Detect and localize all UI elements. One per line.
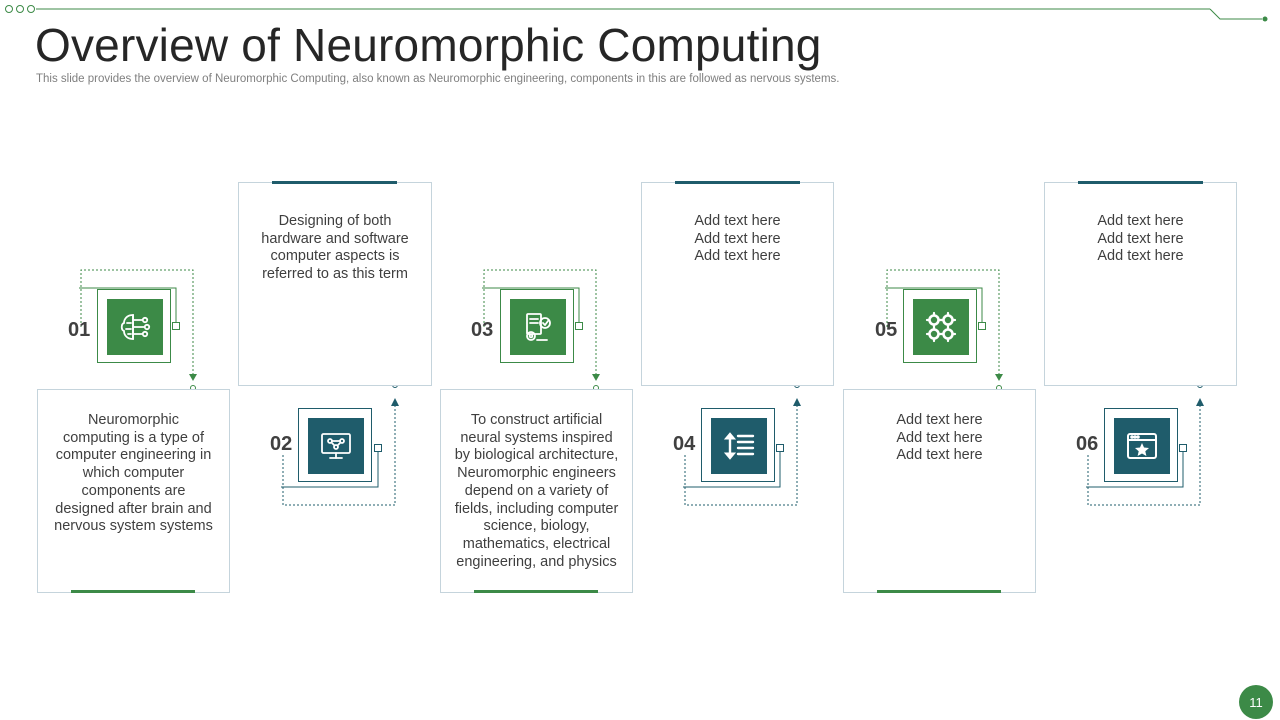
- slide-title: Overview of Neuromorphic Computing: [35, 19, 822, 71]
- step-03-number: 03: [471, 319, 494, 341]
- computer-settings-icon: [510, 299, 566, 355]
- step-02-text: Designing of both hardware and software …: [261, 213, 409, 283]
- monitor-network-icon: [308, 418, 364, 474]
- step-03-accent-bar: [474, 590, 598, 593]
- step-02-card: Designing of both hardware and software …: [238, 182, 432, 386]
- step-04-card: Add text here Add text here Add text her…: [641, 182, 834, 386]
- step-04-connector-square: [776, 444, 784, 452]
- step-01-accent-bar: [71, 590, 195, 593]
- step-01-card: Neuromorphic computing is a type of comp…: [37, 389, 230, 593]
- step-03-icon-frame: [500, 289, 574, 363]
- step-02-icon-frame: [298, 408, 372, 482]
- step-05-icon-frame: [903, 289, 977, 363]
- step-04-icon-frame: [701, 408, 775, 482]
- step-04-accent-bar: [675, 181, 800, 184]
- step-05-card: Add text here Add text here Add text her…: [843, 389, 1036, 593]
- step-06-number: 06: [1076, 433, 1099, 455]
- step-02-accent-bar: [272, 181, 397, 184]
- top-decoration: [5, 5, 1268, 22]
- step-01-icon-frame: [97, 289, 171, 363]
- step-01-connector-square: [172, 322, 180, 330]
- step-03-text: To construct artificial neural systems i…: [454, 412, 619, 570]
- step-03-connector-square: [575, 322, 583, 330]
- step-04-number: 04: [673, 433, 696, 455]
- step-02-connector-square: [374, 444, 382, 452]
- brain-circuit-icon: [107, 299, 163, 355]
- step-06-text: Add text here Add text here Add text her…: [1097, 213, 1184, 265]
- step-01-number: 01: [68, 319, 91, 341]
- step-05-text: Add text here Add text here Add text her…: [896, 412, 983, 464]
- step-06-connector-square: [1179, 444, 1187, 452]
- step-06-card: Add text here Add text here Add text her…: [1044, 182, 1237, 386]
- step-04-text: Add text here Add text here Add text her…: [694, 213, 781, 265]
- step-02-number: 02: [270, 433, 293, 455]
- gears-icon: [913, 299, 969, 355]
- step-06-icon-frame: [1104, 408, 1178, 482]
- step-05-accent-bar: [877, 590, 1001, 593]
- slide-subtitle: This slide provides the overview of Neur…: [36, 73, 840, 85]
- step-05-number: 05: [875, 319, 898, 341]
- line-spacing-icon: [711, 418, 767, 474]
- page-number-badge: 11: [1239, 685, 1273, 719]
- step-05-connector-square: [978, 322, 986, 330]
- step-06-accent-bar: [1078, 181, 1203, 184]
- step-03-card: To construct artificial neural systems i…: [440, 389, 633, 593]
- browser-star-icon: [1114, 418, 1170, 474]
- step-01-text: Neuromorphic computing is a type of comp…: [54, 412, 213, 535]
